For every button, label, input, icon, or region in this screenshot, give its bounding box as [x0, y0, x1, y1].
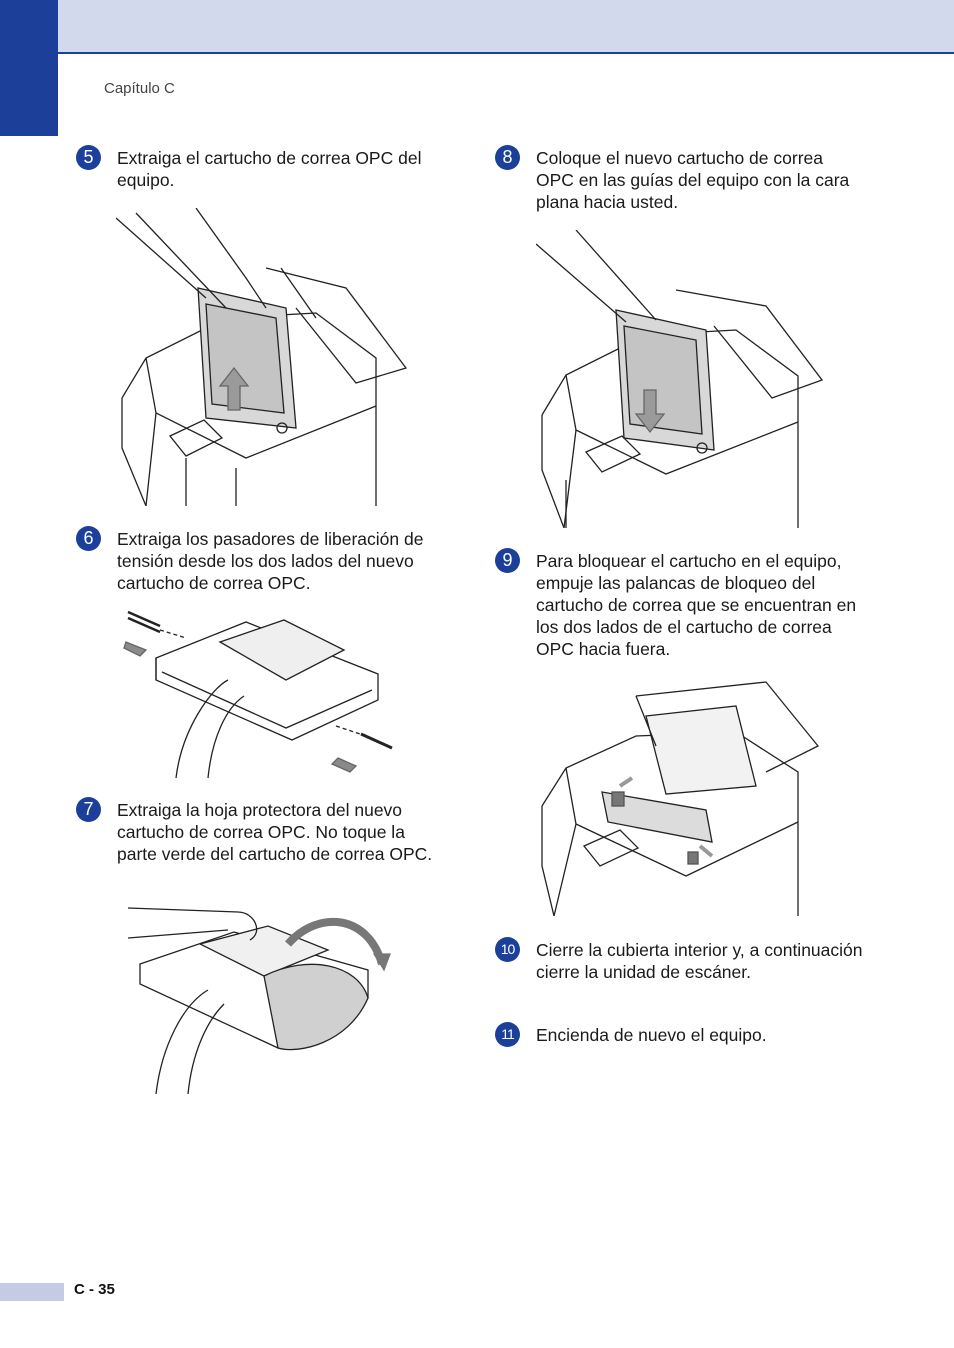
illustration-lock-belt-cartridge	[536, 676, 826, 916]
step-7-text: Extraiga la hoja protectora del nuevo ca…	[117, 800, 433, 864]
step-9: 9 Para bloquear el cartucho en el equipo…	[495, 548, 865, 660]
header-band	[0, 0, 954, 54]
step-8-number-badge: 8	[495, 145, 520, 170]
step-7-number-badge: 7	[76, 797, 101, 822]
chapter-tab	[0, 0, 58, 136]
step-5-text: Extraiga el cartucho de correa OPC del e…	[117, 148, 422, 190]
page-number: C - 35	[74, 1281, 115, 1298]
illustration-remove-tension-pins	[116, 608, 396, 778]
step-9-text: Para bloquear el cartucho en el equipo, …	[536, 551, 857, 659]
step-10-text: Cierre la cubierta interior y, a continu…	[536, 940, 863, 982]
illustration-remove-protective-sheet	[128, 904, 398, 1094]
step-5: 5 Extraiga el cartucho de correa OPC del…	[76, 145, 446, 191]
step-10-number-badge: 10	[495, 937, 520, 962]
step-5-number-badge: 5	[76, 145, 101, 170]
illustration-insert-belt-cartridge	[536, 230, 826, 528]
illustration-remove-belt-cartridge	[116, 208, 416, 506]
step-6: 6 Extraiga los pasadores de liberación d…	[76, 526, 446, 594]
step-6-number-badge: 6	[76, 526, 101, 551]
step-8-text: Coloque el nuevo cartucho de correa OPC …	[536, 148, 850, 212]
step-9-number-badge: 9	[495, 548, 520, 573]
step-7: 7 Extraiga la hoja protectora del nuevo …	[76, 797, 446, 865]
step-8: 8 Coloque el nuevo cartucho de correa OP…	[495, 145, 865, 213]
chapter-label: Capítulo C	[104, 80, 175, 97]
footer-band	[0, 1283, 64, 1301]
step-10: 10 Cierre la cubierta interior y, a cont…	[495, 937, 865, 983]
step-11-text: Encienda de nuevo el equipo.	[536, 1025, 767, 1045]
step-11: 11 Encienda de nuevo el equipo.	[495, 1022, 865, 1047]
step-11-number-badge: 11	[495, 1022, 520, 1047]
step-6-text: Extraiga los pasadores de liberación de …	[117, 529, 424, 593]
